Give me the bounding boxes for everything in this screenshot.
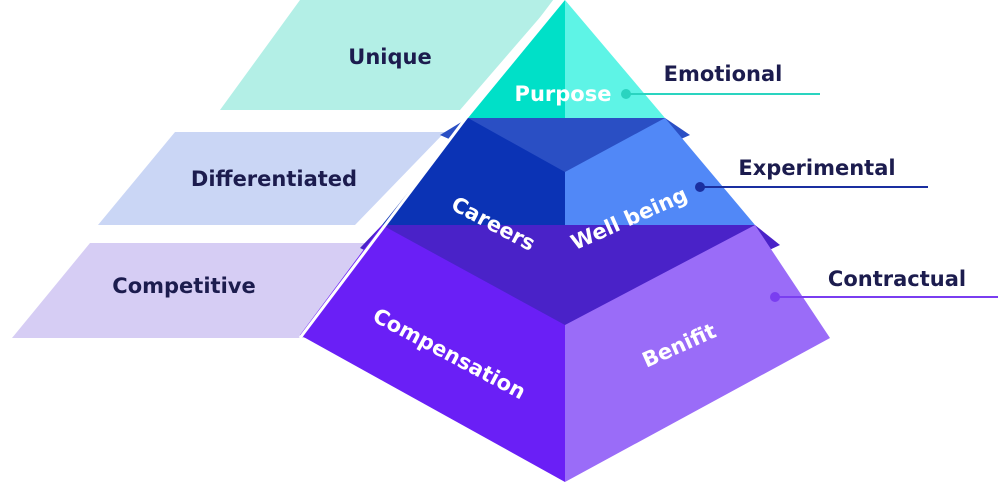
band-differentiated bbox=[98, 132, 445, 225]
pyramid-mid-shadow bbox=[440, 118, 690, 190]
callout-dot-contractual bbox=[770, 292, 780, 302]
pyramid-bot-left-face bbox=[300, 225, 565, 482]
callout-dot-experimental bbox=[695, 182, 705, 192]
band-label-differentiated: Differentiated bbox=[191, 167, 357, 191]
side-label-contractual: Contractual bbox=[828, 267, 966, 291]
callout-dot-emotional bbox=[621, 89, 631, 99]
apex-label-purpose: Purpose bbox=[515, 82, 612, 106]
band-label-competitive: Competitive bbox=[112, 274, 255, 298]
divider-line bbox=[298, 0, 557, 339]
band-label-unique: Unique bbox=[348, 45, 431, 69]
pyramid-bot-right-face bbox=[565, 225, 830, 482]
band-unique bbox=[220, 0, 555, 110]
side-label-emotional: Emotional bbox=[664, 62, 783, 86]
band-competitive bbox=[12, 243, 375, 338]
pyramid-bot-shadow bbox=[360, 225, 780, 345]
side-label-experimental: Experimental bbox=[738, 156, 895, 180]
